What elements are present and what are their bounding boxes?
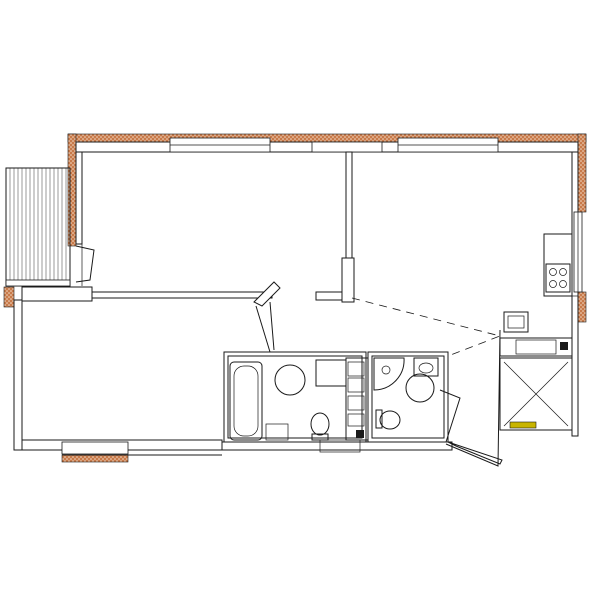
left-wall-upper <box>75 151 83 245</box>
entrance-walls <box>445 329 503 467</box>
partition-vertical-center <box>345 151 353 259</box>
right-wall <box>571 151 579 437</box>
kitchen-sink-icon <box>503 311 529 333</box>
window-top-mid <box>311 141 383 153</box>
hall-door-left <box>255 305 271 353</box>
entrance-wedge <box>447 441 503 465</box>
shower-tray-icon <box>373 357 405 391</box>
bathroom <box>223 351 369 453</box>
insulation-top <box>67 133 587 143</box>
hall-angled-wall <box>253 281 281 307</box>
balcony-deck <box>5 167 71 287</box>
windows <box>61 137 583 455</box>
balcony-rail <box>5 279 71 287</box>
toilet-icon-shower <box>375 409 401 430</box>
round-basin-icon <box>405 373 435 403</box>
storage-closet <box>499 357 573 431</box>
laundry-cabinet <box>315 359 347 387</box>
stove-icon <box>545 263 571 293</box>
washbasin-icon <box>413 357 439 377</box>
round-tub-basin-icon <box>274 364 306 396</box>
exterior-insulation <box>3 133 587 463</box>
shower-door <box>439 389 461 443</box>
shelving-unit <box>345 357 369 441</box>
kitchen-counter <box>543 233 573 297</box>
shower-room <box>367 351 461 443</box>
left-wall-lower <box>13 299 23 451</box>
door-swing-dashed <box>351 297 502 357</box>
partition-hall-stub <box>315 291 343 301</box>
balcony <box>5 167 95 287</box>
insulation-right-lower <box>577 291 587 323</box>
partition-center-pier <box>341 257 355 303</box>
bottom-wall-mid <box>221 441 453 451</box>
insulation-balcony-left <box>3 286 15 308</box>
insulation-right <box>577 133 587 213</box>
insulation-bottom <box>61 454 129 463</box>
accent-panel <box>509 421 537 429</box>
balcony-door-swing <box>75 245 95 283</box>
partition-bedroom-left-stub <box>21 286 93 302</box>
window-bottom-left <box>61 441 129 455</box>
bathtub-icon <box>229 361 263 441</box>
bathroom-walls <box>223 351 367 443</box>
interior-walls <box>21 151 355 353</box>
kitchen-unit <box>499 337 573 357</box>
toilet-icon <box>310 412 330 441</box>
kitchen <box>499 233 573 357</box>
